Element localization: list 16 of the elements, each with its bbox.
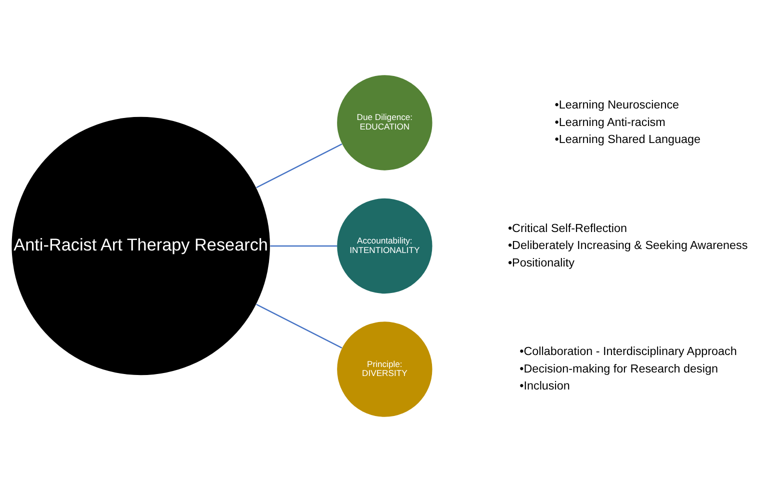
node-label: •Learning Anti-racism bbox=[554, 115, 666, 128]
node-label: •Learning Shared Language bbox=[554, 132, 701, 146]
node-circle: Accountability: INTENTIONALITY bbox=[337, 198, 432, 294]
node-label: •Deliberately Increasing & Seeking Awareness bbox=[508, 238, 748, 252]
node-circle: Anti-Racist Art Therapy Research bbox=[12, 116, 270, 375]
connector bbox=[270, 244, 337, 246]
node-label: •Learning Neuroscience bbox=[554, 98, 680, 112]
node-label: •Positionality bbox=[508, 256, 574, 269]
connector bbox=[256, 143, 342, 188]
node-label: •Inclusion bbox=[520, 379, 570, 392]
node-label: •Collaboration - Interdisciplinary Approach bbox=[520, 344, 737, 358]
connector bbox=[256, 303, 342, 348]
node-circle: Due Diligence: EDUCATION bbox=[337, 74, 432, 170]
node-circle: Principle: DIVERSITY bbox=[337, 321, 432, 416]
node-label: •Critical Self-Reflection bbox=[508, 221, 628, 234]
node-label: •Decision-making for Research design bbox=[520, 362, 718, 375]
